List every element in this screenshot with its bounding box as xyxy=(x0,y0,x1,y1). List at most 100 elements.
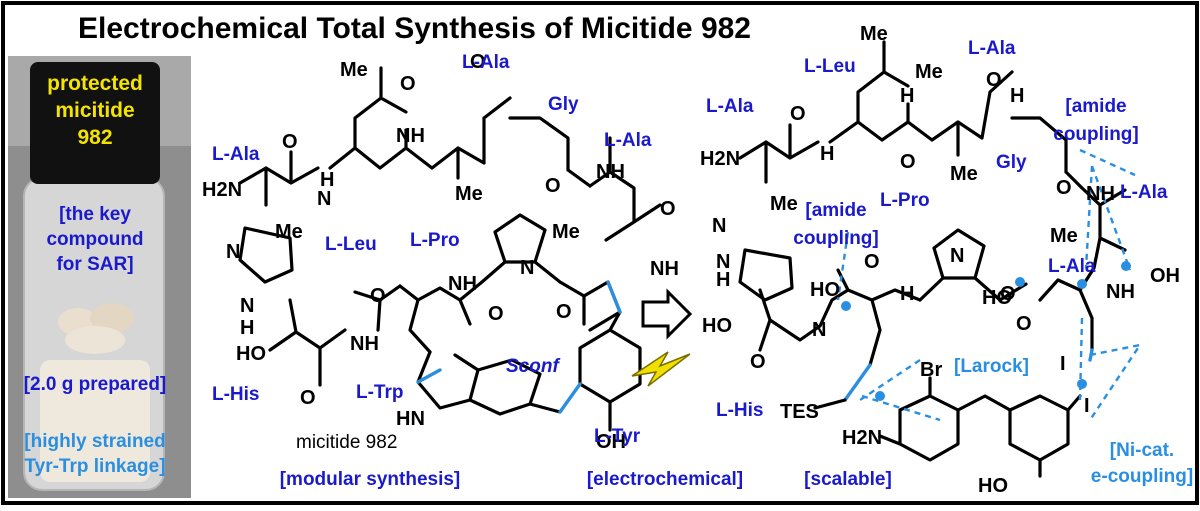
footer-label: [modular synthesis] xyxy=(280,469,461,490)
precursor-structure: H2N Me Me Me Me Me H H H NH NH H N N O O… xyxy=(700,23,1193,497)
atom-label: O xyxy=(1000,283,1016,305)
atom-label: O xyxy=(986,69,1002,91)
annotation-line: [amide xyxy=(805,200,866,221)
atom-label: O xyxy=(488,303,504,325)
lightning-bolt-icon xyxy=(631,351,691,387)
linkage-note-line: [highly strained xyxy=(24,431,165,452)
residue-label: L-His xyxy=(212,384,260,405)
atom-label: NH xyxy=(1106,281,1135,303)
powder-chunk xyxy=(65,326,125,354)
residue-label: Gly xyxy=(996,152,1027,173)
atom-label: N xyxy=(812,319,826,341)
atom-label: N xyxy=(716,251,730,273)
vial-label-line: micitide xyxy=(55,99,134,122)
atom-label: Me xyxy=(552,221,580,243)
atom-label: NH xyxy=(650,258,679,280)
annotation-line: [Larock] xyxy=(954,356,1029,377)
atom-label: Me xyxy=(340,59,368,81)
atom-label: H2N xyxy=(202,179,242,201)
atom-label: Me xyxy=(455,183,483,205)
atom-label: O xyxy=(370,285,386,307)
annotation-line: e-coupling] xyxy=(1091,466,1193,487)
bond-marker xyxy=(1077,379,1087,389)
powder-chunk xyxy=(90,303,134,333)
annotation-line: [amide xyxy=(1065,96,1126,117)
atom-label: H xyxy=(240,317,254,339)
atom-label: I xyxy=(1084,395,1090,417)
compound-name: micitide 982 xyxy=(296,432,397,453)
vial-note-line: compound xyxy=(46,229,143,250)
atom-label: O xyxy=(556,301,572,323)
residue-label: L-Leu xyxy=(804,56,856,77)
retrosynthesis-arrow xyxy=(641,288,693,340)
micitide-structure: H2N Me Me Me Me H N NH NH NH NH NH N O O… xyxy=(202,51,679,453)
atom-label: O xyxy=(400,73,416,95)
residue-label: L-Ala xyxy=(706,96,754,117)
residue-label: L-Trp xyxy=(356,382,404,403)
atom-label: O xyxy=(282,131,298,153)
annotation-line: [Ni-cat. xyxy=(1110,440,1174,461)
atom-label: NH xyxy=(1086,183,1115,205)
atom-label: I xyxy=(1060,353,1066,375)
atom-label: Me xyxy=(770,193,798,215)
atom-label: N xyxy=(520,257,534,279)
footer-label: [electrochemical] xyxy=(587,469,743,490)
residue-label: L-Ala xyxy=(1120,182,1168,203)
bond-marker xyxy=(1015,277,1025,287)
atom-label: N xyxy=(712,215,726,237)
residue-label: L-Ala xyxy=(604,130,652,151)
atom-label: NH xyxy=(596,161,625,183)
figure-title: Electrochemical Total Synthesis of Micit… xyxy=(78,12,751,45)
residue-label: L-His xyxy=(716,400,764,421)
residue-label: L-Pro xyxy=(410,230,460,251)
residue-label: L-Leu xyxy=(325,234,377,255)
atom-label: H xyxy=(320,169,334,191)
annotation-line: coupling] xyxy=(1053,124,1138,145)
atom-label: Me xyxy=(915,61,943,83)
bond-marker xyxy=(1121,261,1131,271)
residue-label: L-Ala xyxy=(1048,256,1096,277)
atom-label: H xyxy=(716,269,730,291)
atom-label: HN xyxy=(396,408,425,430)
footer-label: [scalable] xyxy=(804,469,892,490)
atom-label: HO xyxy=(810,279,840,301)
residue-label: L-Pro xyxy=(880,190,930,211)
atom-label: HO xyxy=(702,315,732,337)
vial-powder xyxy=(40,360,150,482)
atom-label: HO xyxy=(982,287,1012,309)
atom-label: NH xyxy=(396,125,425,147)
vial-cap xyxy=(30,62,160,184)
atom-label: HO xyxy=(978,475,1008,497)
atom-label: O xyxy=(545,175,561,197)
atom-label: O xyxy=(300,387,316,409)
atom-label: HO xyxy=(236,343,266,365)
atom-label: OH xyxy=(1150,265,1180,287)
annotation-line: coupling] xyxy=(793,228,878,249)
atom-label: H xyxy=(1010,85,1024,107)
atom-label: O xyxy=(790,103,806,125)
vial-photo: protected micitide 982 [the key compound… xyxy=(8,56,191,498)
atom-label: O xyxy=(750,351,766,373)
atom-label: N xyxy=(950,245,964,267)
atom-label: H xyxy=(820,143,834,165)
atom-label: NH xyxy=(448,273,477,295)
atom-label: H2N xyxy=(700,148,740,170)
bond-marker xyxy=(875,391,885,401)
atom-label: Br xyxy=(920,359,942,381)
atom-label: Me xyxy=(1050,225,1078,247)
atom-label: O xyxy=(900,151,916,173)
vial-label-line: protected xyxy=(47,72,143,95)
residue-label: L-Ala xyxy=(212,144,260,165)
atom-label: OH xyxy=(596,431,626,453)
atom-label: H xyxy=(900,283,914,305)
atom-label: NH xyxy=(350,333,379,355)
vial-label-line: 982 xyxy=(77,126,112,149)
atom-label: H2N xyxy=(842,427,882,449)
atom-label: N xyxy=(226,241,240,263)
linkage-note-line: Tyr-Trp linkage] xyxy=(24,456,165,477)
atom-label: O xyxy=(864,251,880,273)
residue-label: L-Ala xyxy=(968,38,1016,59)
bond-marker xyxy=(1077,279,1087,289)
